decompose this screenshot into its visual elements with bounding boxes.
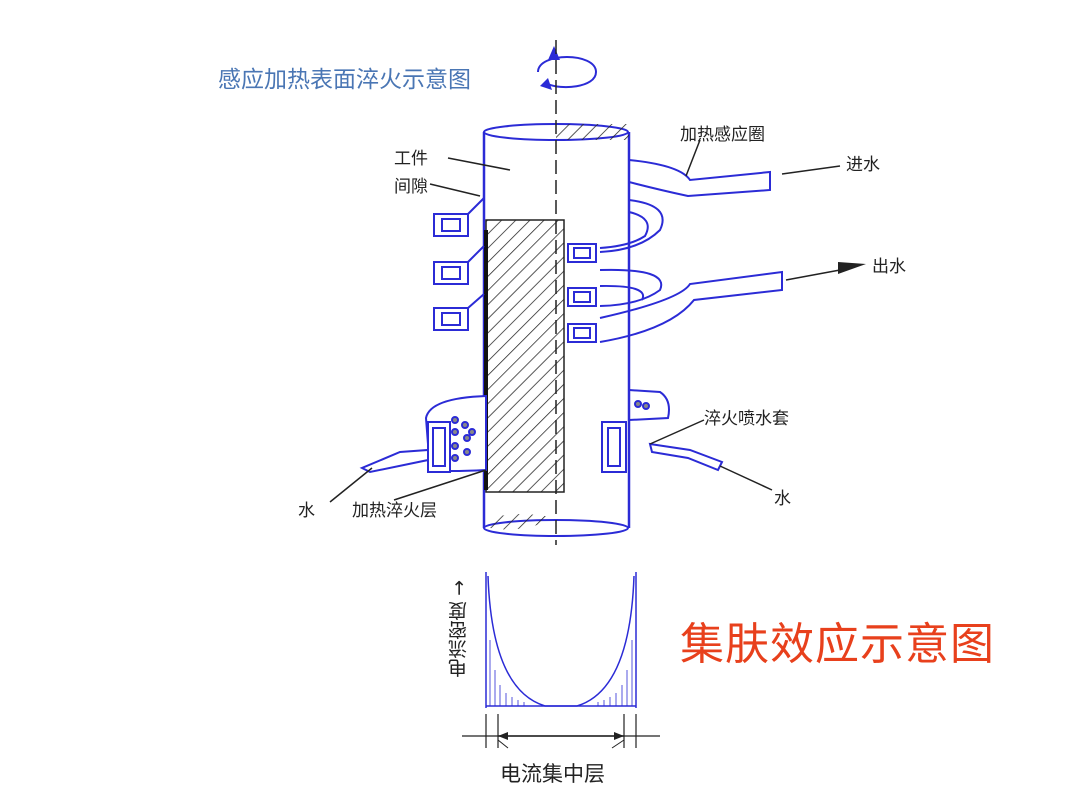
leader-lines — [329, 139, 866, 503]
label-quench-jacket: 淬火喷水套 — [704, 409, 789, 429]
label-water-in: 进水 — [846, 155, 880, 175]
hardened-section — [484, 219, 565, 493]
label-water-out: 出水 — [872, 257, 906, 277]
coil-left-sections — [433, 197, 485, 331]
label-water-left: 水 — [298, 501, 315, 521]
skin-effect-title: 集肤效应示意图 — [680, 619, 995, 670]
label-gap: 间隙 — [394, 177, 428, 197]
current-density-curve — [487, 575, 635, 707]
quench-jacket — [359, 389, 724, 474]
skin-effect-graph — [462, 572, 660, 749]
coil-right-spiral — [567, 159, 783, 343]
x-label: 电流集中层 — [500, 762, 605, 786]
label-hardened-layer: 加热淬火层 — [352, 501, 437, 521]
rotation-arrow-icon — [537, 46, 598, 90]
label-water-right: 水 — [774, 489, 791, 509]
induction-hardening-title: 感应加热表面淬火示意图 — [218, 67, 471, 93]
label-workpiece: 工件 — [394, 149, 428, 169]
label-coil: 加热感应圈 — [680, 125, 765, 145]
current-density-hatching — [489, 640, 633, 706]
y-axis-label: 电流密度 → — [448, 580, 470, 678]
